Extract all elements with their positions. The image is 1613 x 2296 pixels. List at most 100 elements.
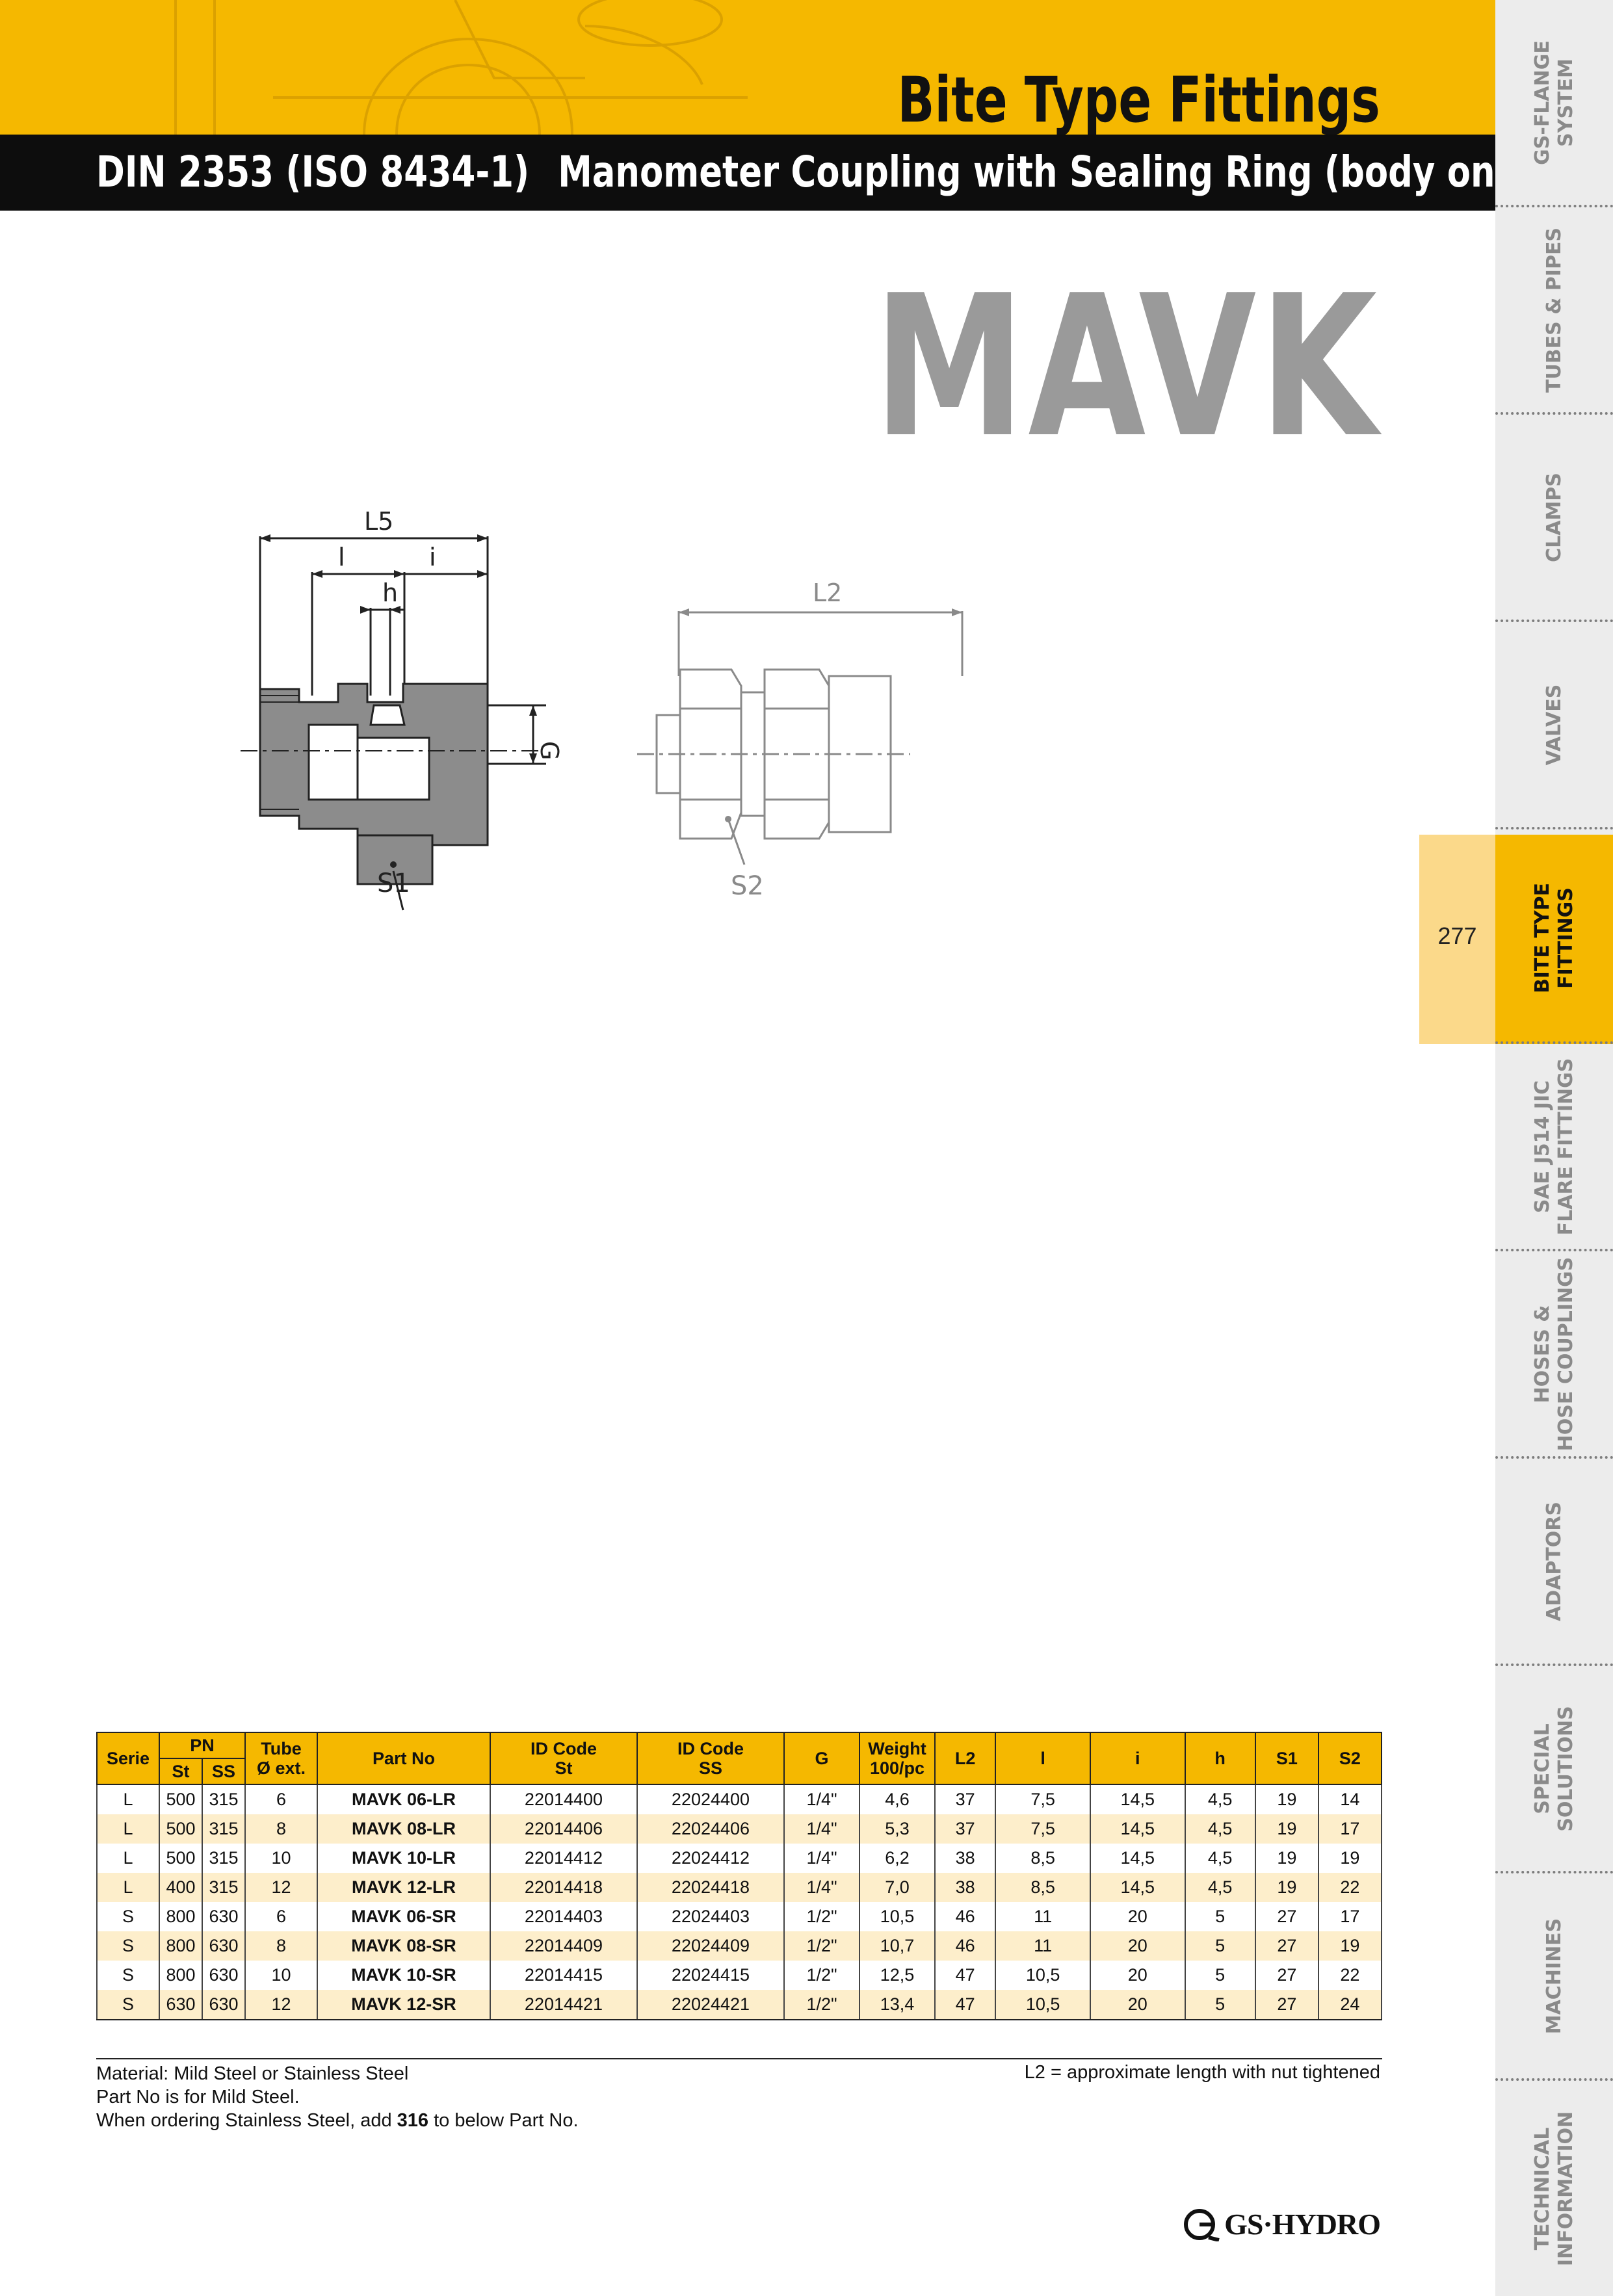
product-description: Manometer Coupling with Sealing Ring (bo… [558,147,1545,197]
tab-label: INFORMATION [1554,2111,1577,2266]
table-cell: 1/2" [783,1902,860,1931]
table-cell: 20 [1089,1902,1186,1931]
table-cell: 4,5 [1184,1844,1256,1873]
table-cell: 12,5 [859,1961,936,1990]
table-cell: 5,3 [859,1814,936,1844]
table-cell: 1/4" [783,1784,860,1814]
table-cell: 22014409 [490,1931,638,1961]
notes: Material: Mild Steel or Stainless Steel … [96,2062,579,2132]
table-cell: L [96,1814,160,1844]
header-i: i [1089,1732,1186,1785]
tab-label: CLAMPS [1542,472,1566,562]
table-cell: L [96,1873,160,1902]
table-cell: MAVK 06-LR [317,1784,491,1814]
table-cell: 5 [1184,1990,1256,2020]
table-cell: 38 [934,1873,997,1902]
table-cell: 47 [934,1961,997,1990]
table-cell: 19 [1317,1844,1383,1873]
table-cell: 19 [1254,1873,1319,1902]
header-tube-line2: Ø ext. [256,1758,306,1778]
table-cell: 630 [202,1931,246,1961]
label-s1: S1 [377,868,410,898]
table-cell: 630 [202,1961,246,1990]
table-cell: 7,5 [995,1814,1091,1844]
table-cell: 22 [1317,1873,1383,1902]
table-cell: 14,5 [1089,1814,1186,1844]
table-cell: MAVK 12-SR [317,1990,491,2020]
tab-label: TUBES & PIPES [1542,227,1566,393]
page-number-tab: 277 [1419,835,1495,1044]
table-cell: 22024412 [636,1844,785,1873]
tab-label: SYSTEM [1554,58,1577,147]
table-cell: 22024409 [636,1931,785,1961]
tab-label: FITTINGS [1554,887,1577,989]
table-cell: 12 [244,1873,318,1902]
dim-g: G [535,741,564,760]
subtitle: DIN 2353 (ISO 8434-1) Manometer Coupling … [96,147,1573,205]
header-g: G [783,1732,860,1785]
tab-tubes-pipes[interactable]: TUBES & PIPES [1495,207,1613,415]
tab-machines[interactable]: MACHINES [1495,1873,1613,2081]
table-cell: 630 [202,1990,246,2020]
table-cell: 14 [1317,1784,1383,1814]
dim-l5: L5 [364,507,393,536]
tab-label: VALVES [1542,684,1566,765]
table-cell: 4,5 [1184,1784,1256,1814]
table-cell: 11 [995,1902,1091,1931]
header-part-no: Part No [317,1732,491,1785]
header-l2: L2 [934,1732,997,1785]
tab-label: TECHNICAL [1530,2127,1554,2250]
table-cell: 27 [1254,1931,1319,1961]
table-cell: 800 [159,1931,203,1961]
table-cell: 22 [1317,1961,1383,1990]
table-cell: S [96,1931,160,1961]
tab-label: SOLUTIONS [1554,1705,1577,1832]
table-cell: 22024403 [636,1902,785,1931]
table-cell: 8,5 [995,1844,1091,1873]
table-cell: 37 [934,1814,997,1844]
table-cell: 27 [1254,1961,1319,1990]
table-cell: 10,5 [859,1902,936,1931]
table-cell: 10 [244,1961,318,1990]
table-cell: 1/2" [783,1931,860,1961]
table-cell: 315 [202,1873,246,1902]
logo-text: GS·HYDRO [1224,2208,1381,2241]
tab-label: HOSE COUPLINGS [1554,1257,1577,1451]
tab-label: SAE J514 JIC [1530,1080,1554,1213]
header-pn: PN [159,1732,246,1759]
tab-adaptors[interactable]: ADAPTORS [1495,1459,1613,1666]
gs-hydro-logo: GS·HYDRO [1183,2207,1381,2241]
table-cell: 1/4" [783,1844,860,1873]
table-cell: 315 [202,1844,246,1873]
tab-hoses[interactable]: HOSES &HOSE COUPLINGS [1495,1251,1613,1459]
table-cell: 13,4 [859,1990,936,2020]
outline-drawing-s2: L2 [637,579,964,865]
standard-label: DIN 2353 (ISO 8434-1) [96,147,530,197]
table-cell: 8 [244,1814,318,1844]
table-cell: 22024421 [636,1990,785,2020]
table-cell: 630 [202,1902,246,1931]
table-cell: 46 [934,1931,997,1961]
tab-clamps[interactable]: CLAMPS [1495,415,1613,622]
table-cell: 7,5 [995,1784,1091,1814]
tab-valves[interactable]: VALVES [1495,622,1613,829]
table-cell: 22014421 [490,1990,638,2020]
table-cell: 500 [159,1844,203,1873]
table-cell: S [96,1990,160,2020]
table-cell: MAVK 06-SR [317,1902,491,1931]
note-part-no: Part No is for Mild Steel. [96,2087,300,2107]
product-code: MAVK [873,254,1380,480]
